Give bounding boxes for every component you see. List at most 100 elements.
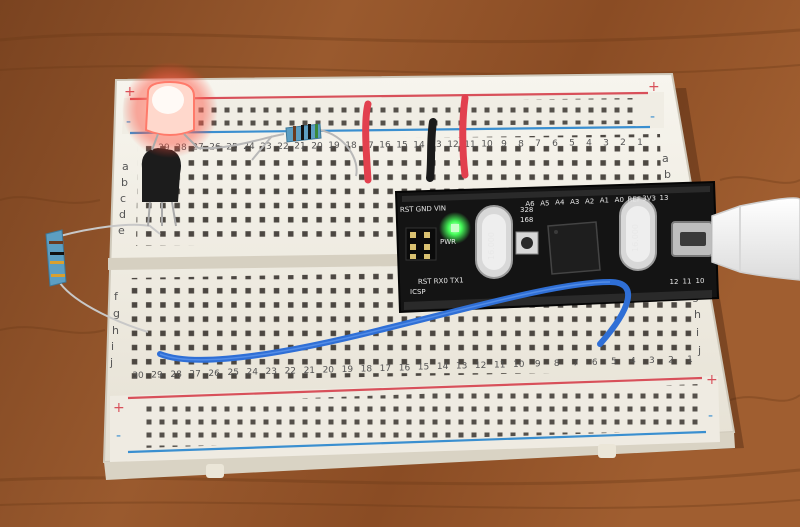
column-number-bottom-28: 2	[668, 356, 674, 366]
column-number-bottom-26: 4	[630, 357, 636, 367]
silk-pin-top-8: 3V3	[642, 195, 656, 203]
row-letter-g: g	[113, 307, 120, 320]
row-letter-e: e	[118, 224, 125, 237]
column-number-bottom-10: 20	[323, 366, 335, 376]
column-number-bottom-3: 27	[189, 369, 200, 379]
silk-pin-bottom-0: 12	[670, 278, 679, 286]
row-letter-a-right: a	[662, 152, 669, 165]
rail-minus-bottom-right: -	[708, 408, 713, 424]
rail-blue-bottom	[127, 430, 707, 454]
crystal-left-label: 16.000	[487, 232, 496, 260]
column-number-bottom-2: 28	[170, 370, 182, 380]
column-number-bottom-25: 5	[611, 357, 617, 367]
rail-plus-top-right: +	[648, 79, 660, 95]
column-number-top-14: 15	[396, 141, 407, 151]
silk-pin-labels-bottom: 12 11 10	[670, 277, 705, 286]
column-number-top-7: 22	[277, 142, 288, 152]
silk-rst-gnd-vin: RST GND VIN	[400, 204, 446, 214]
icsp-header	[405, 227, 437, 261]
column-number-bottom-18: 12	[475, 361, 486, 371]
silk-pin-top-9: 13	[660, 194, 669, 202]
rail-plus-bottom-right: +	[706, 372, 718, 388]
micro-usb-port	[671, 221, 713, 257]
column-number-bottom-15: 15	[418, 363, 429, 373]
column-number-bottom-11: 19	[342, 365, 354, 375]
column-number-top-15: 14	[413, 140, 425, 150]
row-letter-j: j	[109, 356, 113, 369]
silk-pin-top-4: A2	[585, 197, 594, 205]
column-number-top-4: 25	[226, 142, 237, 152]
crystal-right-label: 16.000	[631, 224, 640, 252]
column-number-top-27: 2	[620, 138, 626, 148]
column-number-bottom-9: 21	[304, 366, 315, 376]
row-letter-c: c	[120, 192, 126, 205]
red-jumper-2	[459, 94, 469, 179]
row-letter-i: i	[111, 340, 114, 353]
breadboard-feet	[206, 444, 616, 478]
usb-cable	[711, 197, 800, 281]
column-number-bottom-27: 3	[649, 356, 655, 366]
column-number-top-5: 24	[243, 142, 255, 152]
silk-pin-top-5: A1	[600, 197, 609, 205]
column-number-top-9: 20	[311, 141, 323, 151]
silk-rst-rx-tx: RST RX0 TX1	[418, 276, 464, 286]
reset-button[interactable]	[515, 231, 539, 255]
column-number-top-8: 21	[294, 142, 305, 152]
row-letter-a: a	[122, 160, 129, 173]
resistor-top	[197, 123, 358, 177]
row-letter-d: d	[119, 208, 126, 221]
column-number-top-10: 19	[328, 141, 340, 151]
column-number-top-22: 7	[535, 139, 541, 149]
wood-grain	[0, 28, 800, 510]
column-number-bottom-29: 1	[687, 355, 693, 365]
column-number-bottom-12: 18	[361, 364, 373, 374]
row-letters-top: a b c d e a b	[118, 152, 671, 237]
column-number-top-23: 6	[552, 139, 558, 149]
column-number-top-18: 11	[464, 140, 475, 150]
rail-plus-bottom-left: +	[113, 400, 125, 416]
column-number-bottom-19: 11	[494, 361, 505, 371]
column-number-top-6: 23	[260, 142, 271, 152]
silk-pin-top-3: A3	[570, 198, 579, 206]
row-letter-b: b	[121, 176, 128, 189]
column-number-bottom-21: 9	[535, 359, 541, 369]
silk-pin-top-7: REF	[628, 195, 641, 203]
row-letter-i-right: i	[696, 326, 699, 339]
atmega-chip	[547, 221, 601, 275]
column-number-bottom-8: 22	[285, 367, 296, 377]
column-number-top-19: 10	[481, 140, 493, 150]
silk-icsp: ICSP	[410, 288, 426, 296]
column-number-top-28: 1	[637, 138, 643, 148]
rail-blue-top	[129, 125, 651, 135]
silk-pin-bottom-1: 11	[683, 278, 692, 286]
arduino-nano: 16.000 16.000 RST GND VIN RST RX0 TX1	[394, 180, 720, 314]
silk-pin-bottom-2: 10	[696, 277, 705, 285]
column-number-top-26: 3	[603, 138, 609, 148]
silk-328: 328	[520, 206, 533, 214]
column-number-bottom-1: 29	[151, 370, 163, 380]
crystal-left: 16.000	[475, 205, 513, 279]
column-number-bottom-7: 23	[265, 367, 276, 377]
rail-minus-top-right: -	[650, 109, 655, 125]
rail-minus-bottom-left: -	[116, 428, 121, 444]
column-number-bottom-20: 10	[513, 360, 525, 370]
red-jumper-wires	[362, 94, 469, 184]
row-letter-b-right: b	[664, 168, 671, 181]
column-number-bottom-14: 16	[399, 363, 411, 373]
column-number-top-25: 4	[586, 139, 592, 149]
column-number-bottom-23: 7	[573, 358, 579, 368]
column-number-bottom-22: 8	[554, 359, 560, 369]
power-led	[451, 224, 459, 232]
black-jumper-wire	[426, 118, 437, 182]
column-number-bottom-13: 17	[380, 364, 391, 374]
column-number-top-13: 16	[379, 141, 391, 151]
column-number-top-20: 9	[501, 139, 507, 149]
column-number-top-24: 5	[569, 139, 575, 149]
column-number-bottom-0: 30	[132, 371, 144, 381]
silk-pwr: PWR	[440, 238, 456, 246]
led	[122, 62, 218, 158]
silk-pin-top-6: A0	[615, 196, 624, 204]
column-number-bottom-6: 24	[246, 368, 258, 378]
